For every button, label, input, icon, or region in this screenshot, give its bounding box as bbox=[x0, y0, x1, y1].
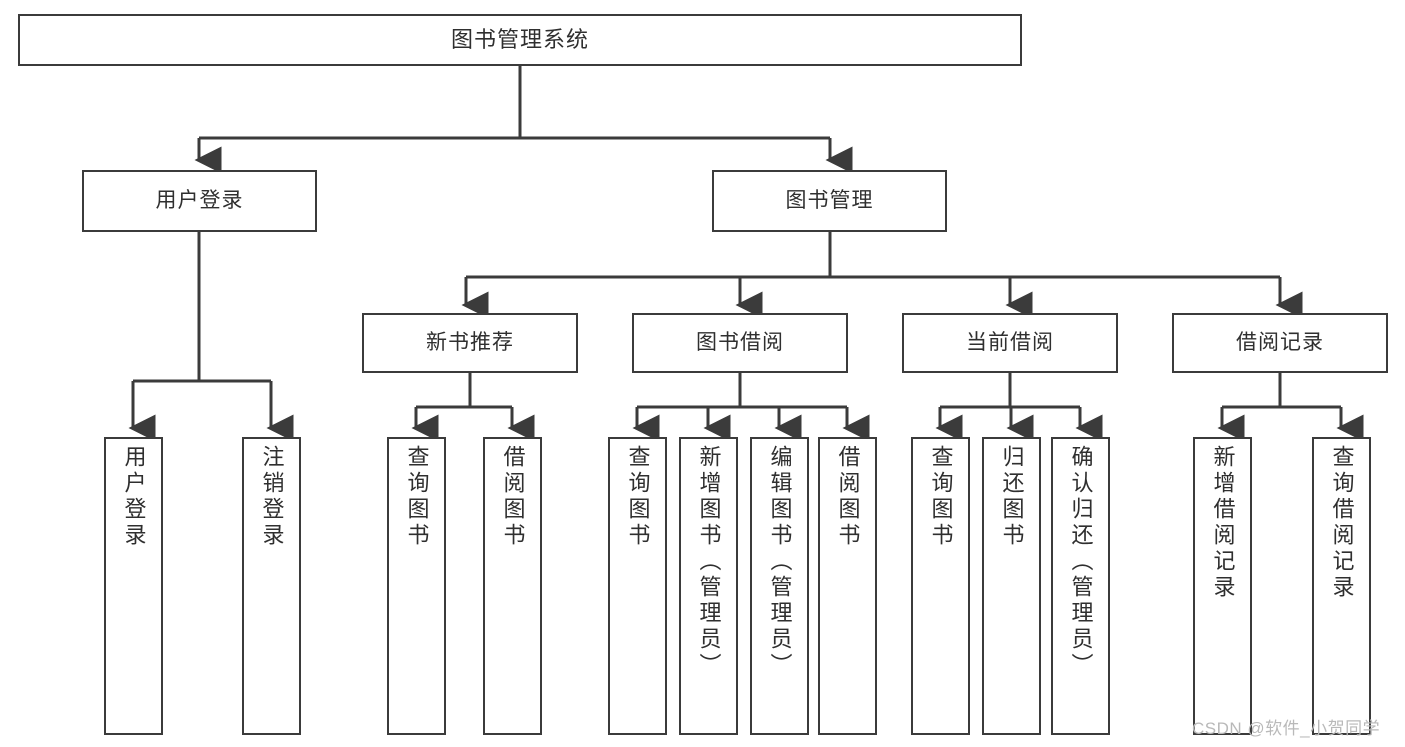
leaf-record-query-borrow-record[interactable]: 查询借阅记录 bbox=[1312, 437, 1371, 735]
node-label: 借阅图书 bbox=[500, 445, 526, 549]
node-label: 注销登录 bbox=[259, 445, 285, 549]
node-label: 新增图书（管理员） bbox=[696, 445, 722, 679]
node-label: 借阅记录 bbox=[1236, 331, 1324, 355]
node-label: 编辑图书（管理员） bbox=[767, 445, 793, 679]
node-current-borrow[interactable]: 当前借阅 bbox=[902, 313, 1118, 373]
node-new-book-recommend[interactable]: 新书推荐 bbox=[362, 313, 578, 373]
leaf-current-query-book[interactable]: 查询图书 bbox=[911, 437, 970, 735]
node-borrow-record[interactable]: 借阅记录 bbox=[1172, 313, 1388, 373]
node-label: 图书管理系统 bbox=[450, 26, 589, 52]
leaf-borrow-borrow-book[interactable]: 借阅图书 bbox=[818, 437, 877, 735]
leaf-borrow-query-book[interactable]: 查询图书 bbox=[608, 437, 667, 735]
node-label: 借阅图书 bbox=[835, 445, 861, 549]
leaf-borrow-edit-book-admin[interactable]: 编辑图书（管理员） bbox=[750, 437, 809, 735]
leaf-current-return-book[interactable]: 归还图书 bbox=[982, 437, 1041, 735]
node-label: 图书借阅 bbox=[696, 331, 784, 355]
node-label: 查询图书 bbox=[928, 445, 954, 549]
node-user-login[interactable]: 用户登录 bbox=[82, 170, 317, 232]
node-label: 确认归还（管理员） bbox=[1068, 445, 1094, 679]
node-label: 归还图书 bbox=[999, 445, 1025, 549]
watermark-text: CSDN @软件_小贺同学 bbox=[1192, 719, 1381, 738]
leaf-user-logout[interactable]: 注销登录 bbox=[242, 437, 301, 735]
node-label: 查询图书 bbox=[404, 445, 430, 549]
leaf-borrow-add-book-admin[interactable]: 新增图书（管理员） bbox=[679, 437, 738, 735]
node-label: 用户登录 bbox=[121, 445, 147, 549]
leaf-user-login[interactable]: 用户登录 bbox=[104, 437, 163, 735]
node-label: 新书推荐 bbox=[426, 331, 514, 355]
leaf-record-add-borrow-record[interactable]: 新增借阅记录 bbox=[1193, 437, 1252, 735]
node-label: 查询图书 bbox=[625, 445, 651, 549]
node-label: 用户登录 bbox=[155, 189, 244, 213]
leaf-recommend-query-book[interactable]: 查询图书 bbox=[387, 437, 446, 735]
node-book-borrow[interactable]: 图书借阅 bbox=[632, 313, 848, 373]
leaf-recommend-borrow-book[interactable]: 借阅图书 bbox=[483, 437, 542, 735]
node-book-management[interactable]: 图书管理 bbox=[712, 170, 947, 232]
node-root-system[interactable]: 图书管理系统 bbox=[18, 14, 1022, 66]
node-label: 当前借阅 bbox=[966, 331, 1054, 355]
node-label: 查询借阅记录 bbox=[1329, 445, 1355, 601]
leaf-current-confirm-return-admin[interactable]: 确认归还（管理员） bbox=[1051, 437, 1110, 735]
node-label: 新增借阅记录 bbox=[1210, 445, 1236, 601]
node-label: 图书管理 bbox=[785, 189, 874, 213]
